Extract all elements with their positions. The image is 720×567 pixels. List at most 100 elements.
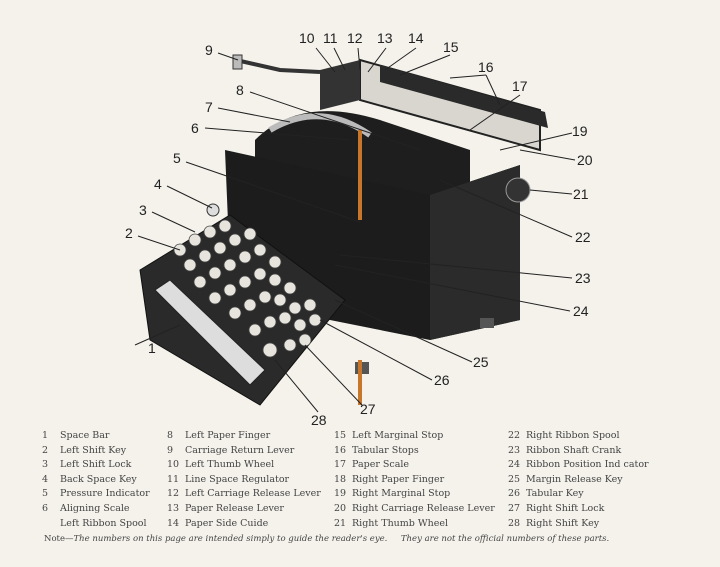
legend-number: 2 xyxy=(42,444,49,456)
legend-number: 12 xyxy=(167,488,180,500)
callout-20: 20 xyxy=(577,152,593,168)
callout-27: 27 xyxy=(360,401,376,417)
legend-label: Left Thumb Wheel xyxy=(185,459,275,471)
callout-13: 13 xyxy=(377,30,393,46)
legend-label: Right Marginal Stop xyxy=(352,488,451,500)
legend-item: 18 Right Paper Finger xyxy=(334,473,495,488)
legend-label: Space Bar xyxy=(60,430,110,441)
legend-number: 13 xyxy=(167,502,180,514)
legend-label: Left Marginal Stop xyxy=(352,430,444,441)
legend-label: Tabular Key xyxy=(526,488,584,500)
legend-number: 14 xyxy=(167,517,180,529)
legend-label: Ribbon Shaft Crank xyxy=(526,444,622,456)
legend-label: Ribbon Position Ind cator xyxy=(526,459,649,471)
legend-label: Left Shift Key xyxy=(60,444,127,456)
legend-item: Left Ribbon Spool xyxy=(42,517,150,532)
legend-number: 1 xyxy=(42,430,49,441)
legend-number: 16 xyxy=(334,444,347,456)
legend-item: 15 Left Marginal Stop xyxy=(334,429,495,444)
legend-label: Paper Side Cuide xyxy=(185,517,269,529)
callout-1: 1 xyxy=(148,340,156,356)
legend-number: 11 xyxy=(167,473,180,485)
legend-item: 25 Margin Release Key xyxy=(508,473,649,488)
callout-5: 5 xyxy=(173,150,181,166)
legend-label: Right Ribbon Spool xyxy=(526,430,620,441)
legend-item: 11 Line Space Regulator xyxy=(167,473,321,488)
callout-19: 19 xyxy=(572,123,588,139)
legend-number: 24 xyxy=(508,459,521,471)
legend-label: Right Paper Finger xyxy=(352,473,445,485)
legend-label: Margin Release Key xyxy=(526,473,623,485)
legend-number: 18 xyxy=(334,473,347,485)
legend-number: 27 xyxy=(508,502,521,514)
legend-item: 26 Tabular Key xyxy=(508,487,649,502)
legend-item: 10 Left Thumb Wheel xyxy=(167,458,321,473)
callout-2: 2 xyxy=(125,225,133,241)
legend-item: 22 Right Ribbon Spool xyxy=(508,429,649,444)
callout-24: 24 xyxy=(573,303,589,319)
callout-6: 6 xyxy=(191,120,199,136)
legend-number: 15 xyxy=(334,430,347,441)
legend-label: Tabular Stops xyxy=(352,444,419,456)
legend-number: 28 xyxy=(508,517,521,529)
legend-label: Right Shift Key xyxy=(526,517,600,529)
callout-9: 9 xyxy=(205,42,213,58)
legend-label: Right Thumb Wheel xyxy=(352,517,449,529)
typewriter-body xyxy=(139,54,548,406)
callout-4: 4 xyxy=(154,176,162,192)
legend-item: 20 Right Carriage Release Lever xyxy=(334,502,495,517)
legend-number: 23 xyxy=(508,444,521,456)
legend-number: 22 xyxy=(508,430,521,441)
legend-number: 26 xyxy=(508,488,521,500)
legend-item: 27 Right Shift Lock xyxy=(508,502,649,517)
legend-number: 10 xyxy=(167,459,180,471)
legend-item: 19 Right Marginal Stop xyxy=(334,487,495,502)
callout-17: 17 xyxy=(512,78,528,94)
legend-item: 23 Ribbon Shaft Crank xyxy=(508,444,649,459)
note-text-2: They are not the official numbers of the… xyxy=(400,534,610,544)
legend-number: 9 xyxy=(167,444,174,456)
legend-number: 6 xyxy=(42,502,49,514)
legend-item: 2 Left Shift Key xyxy=(42,444,150,459)
legend-label: Paper Scale xyxy=(352,459,410,471)
legend-item: 24 Ribbon Position Ind cator xyxy=(508,458,649,473)
legend-label: Right Carriage Release Lever xyxy=(352,502,495,514)
legend-number: 5 xyxy=(42,488,49,500)
legend-label: Left Carriage Release Lever xyxy=(185,488,321,500)
callout-25: 25 xyxy=(473,354,489,370)
callout-10: 10 xyxy=(299,30,315,46)
callout-12: 12 xyxy=(347,30,363,46)
legend-label: Left Ribbon Spool xyxy=(60,517,147,529)
legend-label: Line Space Regulator xyxy=(185,473,290,485)
legend-label: Right Shift Lock xyxy=(526,502,605,514)
callout-22: 22 xyxy=(575,229,591,245)
legend-item: 14 Paper Side Cuide xyxy=(167,517,321,532)
legend-item: 16 Tabular Stops xyxy=(334,444,495,459)
legend-item: 1 Space Bar xyxy=(42,429,150,444)
callout-15: 15 xyxy=(443,39,459,55)
note-text: The numbers on this page are intended si… xyxy=(73,534,388,544)
legend-number: 19 xyxy=(334,488,347,500)
legend-label: Left Shift Lock xyxy=(60,459,132,471)
callout-21: 21 xyxy=(573,186,589,202)
callout-16: 16 xyxy=(478,59,494,75)
legend-item: 28 Right Shift Key xyxy=(508,517,649,532)
callout-23: 23 xyxy=(575,270,591,286)
legend-number: 20 xyxy=(334,502,347,514)
callout-14: 14 xyxy=(408,30,424,46)
legend-number: 21 xyxy=(334,517,347,529)
legend-number: 25 xyxy=(508,473,521,485)
callout-11: 11 xyxy=(323,30,338,46)
typewriter-illustration: 1 2 3 4 5 6 7 8 9 10 11 12 13 14 15 16 1… xyxy=(125,30,593,428)
legend-label: Back Space Key xyxy=(60,473,137,485)
legend-label: Carriage Return Lever xyxy=(185,444,295,456)
callout-3: 3 xyxy=(139,202,147,218)
callout-lines xyxy=(134,47,576,413)
